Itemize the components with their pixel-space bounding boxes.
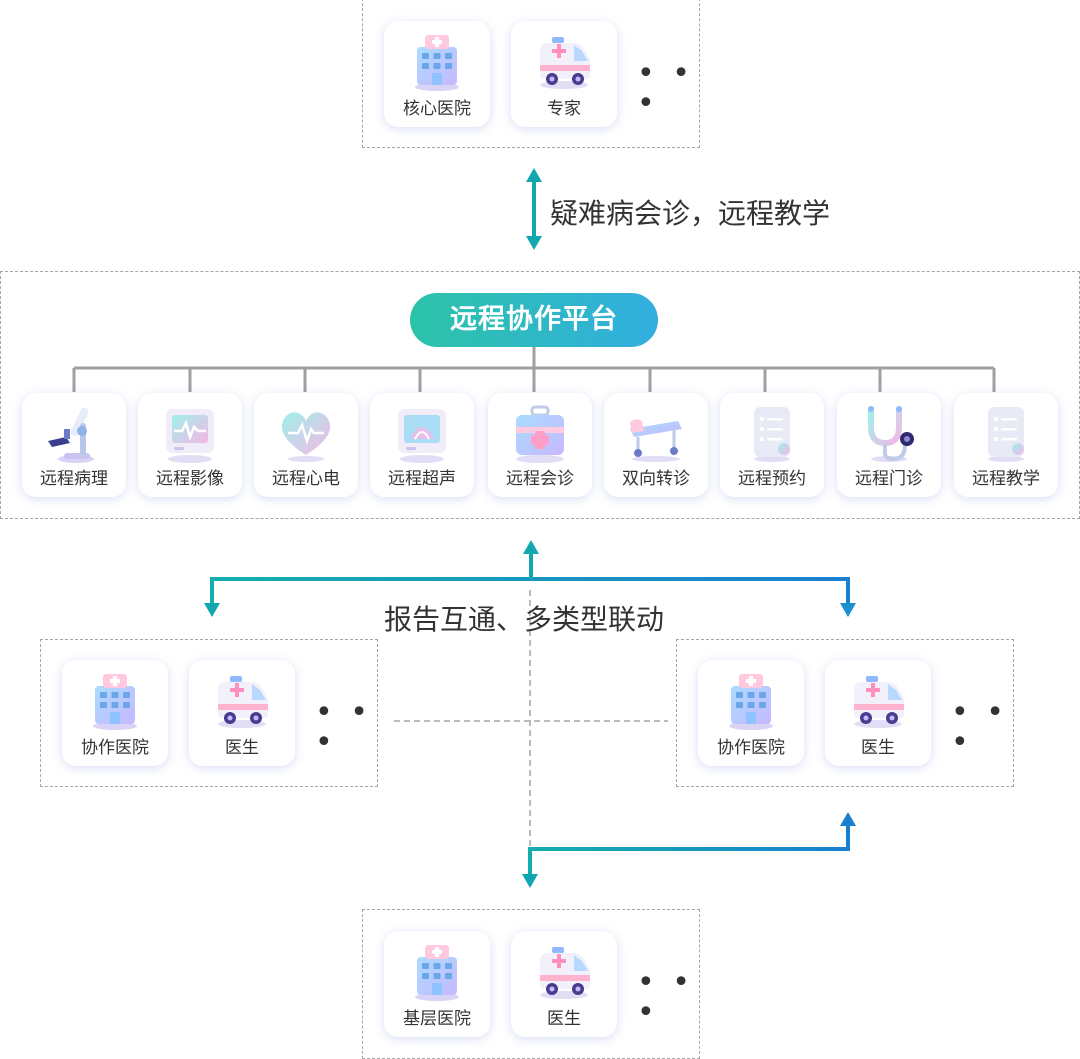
medical-kit-icon [508, 401, 572, 465]
middle-branch-arrows [204, 540, 856, 617]
card-label: 医生 [225, 738, 259, 758]
module-remote-ecg[interactable]: 远程心电 [254, 393, 358, 497]
document-icon [974, 401, 1038, 465]
bottom-doctor-card[interactable]: 医生 [511, 931, 617, 1037]
card-label: 协作医院 [81, 738, 149, 758]
module-remote-imaging[interactable]: 远程影像 [138, 393, 242, 497]
dashed-mesh-lines [394, 590, 668, 850]
card-label: 协作医院 [717, 738, 785, 758]
card-label: 远程心电 [272, 469, 340, 489]
module-remote-teaching[interactable]: 远程教学 [954, 393, 1058, 497]
left-doctor-card[interactable]: 医生 [189, 660, 295, 766]
monitor-icon [158, 401, 222, 465]
card-label: 远程预约 [738, 469, 806, 489]
top-core-hospital-card[interactable]: 核心医院 [384, 21, 490, 127]
right-cooperating-hospital-card[interactable]: 协作医院 [698, 660, 804, 766]
module-remote-outpatient[interactable]: 远程门诊 [837, 393, 941, 497]
hospital-icon [719, 668, 783, 732]
card-label: 远程影像 [156, 469, 224, 489]
card-label: 远程病理 [40, 469, 108, 489]
stethoscope-icon [857, 401, 921, 465]
top-bidirectional-arrow [526, 168, 542, 250]
more-dots: • • • [637, 965, 694, 1030]
ambulance-icon [846, 668, 910, 732]
top-link-label: 疑难病会诊，远程教学 [550, 197, 831, 230]
card-label: 基层医院 [403, 1009, 471, 1029]
ambulance-icon [532, 939, 596, 1003]
hospital-icon [405, 29, 469, 93]
card-label: 双向转诊 [622, 469, 690, 489]
right-doctor-card[interactable]: 医生 [825, 660, 931, 766]
module-remote-ultrasound[interactable]: 远程超声 [370, 393, 474, 497]
heart-icon [274, 401, 338, 465]
card-label: 医生 [861, 738, 895, 758]
platform-title: 远程协作平台 [410, 293, 658, 347]
card-label: 核心医院 [403, 99, 471, 119]
module-remote-appointment[interactable]: 远程预约 [720, 393, 824, 497]
bottom-primary-hospital-card[interactable]: 基层医院 [384, 931, 490, 1037]
ambulance-icon [532, 29, 596, 93]
hospital-icon [83, 668, 147, 732]
bottom-group: 基层医院 医生 • • • [362, 909, 700, 1059]
right-group: 协作医院 医生 • • • [676, 639, 1014, 787]
left-cooperating-hospital-card[interactable]: 协作医院 [62, 660, 168, 766]
module-two-way-referral[interactable]: 双向转诊 [604, 393, 708, 497]
hospital-icon [405, 939, 469, 1003]
more-dots: • • • [315, 695, 372, 760]
module-tree-connector [72, 347, 996, 392]
ambulance-icon [210, 668, 274, 732]
top-group: 核心医院 专家 • • • [362, 0, 700, 148]
card-label: 医生 [547, 1009, 581, 1029]
card-label: 专家 [547, 99, 581, 119]
left-group: 协作医院 医生 • • • [40, 639, 378, 787]
ultrasound-icon [390, 401, 454, 465]
top-expert-card[interactable]: 专家 [511, 21, 617, 127]
more-dots: • • • [637, 56, 694, 121]
card-label: 远程门诊 [855, 469, 923, 489]
more-dots: • • • [951, 695, 1008, 760]
module-remote-consultation[interactable]: 远程会诊 [488, 393, 592, 497]
card-label: 远程会诊 [506, 469, 574, 489]
card-label: 远程教学 [972, 469, 1040, 489]
stretcher-icon [624, 401, 688, 465]
card-label: 远程超声 [388, 469, 456, 489]
bottom-branch-arrows [522, 812, 856, 888]
document-icon [740, 401, 804, 465]
module-remote-pathology[interactable]: 远程病理 [22, 393, 126, 497]
microscope-icon [42, 401, 106, 465]
middle-link-label: 报告互通、多类型联动 [384, 603, 665, 636]
